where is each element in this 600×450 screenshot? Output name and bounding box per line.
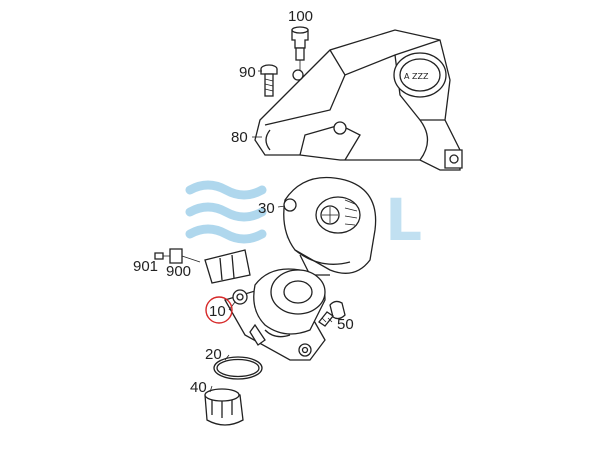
cover-plate-text: A ZZZ (404, 72, 429, 81)
part-100-plug (291, 26, 309, 72)
label-50: 50 (337, 316, 354, 333)
part-80-housing: A ZZZ (254, 29, 463, 171)
label-100: 100 (288, 8, 313, 25)
label-30: 30 (258, 200, 275, 217)
part-90-bolt (260, 64, 278, 97)
part-10-pump (204, 249, 326, 361)
part-40-tappet (204, 388, 244, 426)
label-900: 900 (166, 263, 191, 280)
label-20: 20 (205, 346, 222, 363)
label-90: 90 (239, 64, 256, 81)
label-40: 40 (190, 379, 207, 396)
part-30-cap (283, 176, 377, 276)
label-10: 10 (209, 303, 226, 320)
part-50-bolt (318, 300, 346, 327)
part-900-plug (169, 248, 201, 264)
sol-wave-logo-icon (185, 180, 267, 244)
label-80: 80 (231, 129, 248, 146)
highlight-ring (205, 296, 233, 324)
part-20-oring (213, 356, 263, 380)
label-901: 901 (133, 258, 158, 275)
part-901-pin (154, 252, 170, 260)
